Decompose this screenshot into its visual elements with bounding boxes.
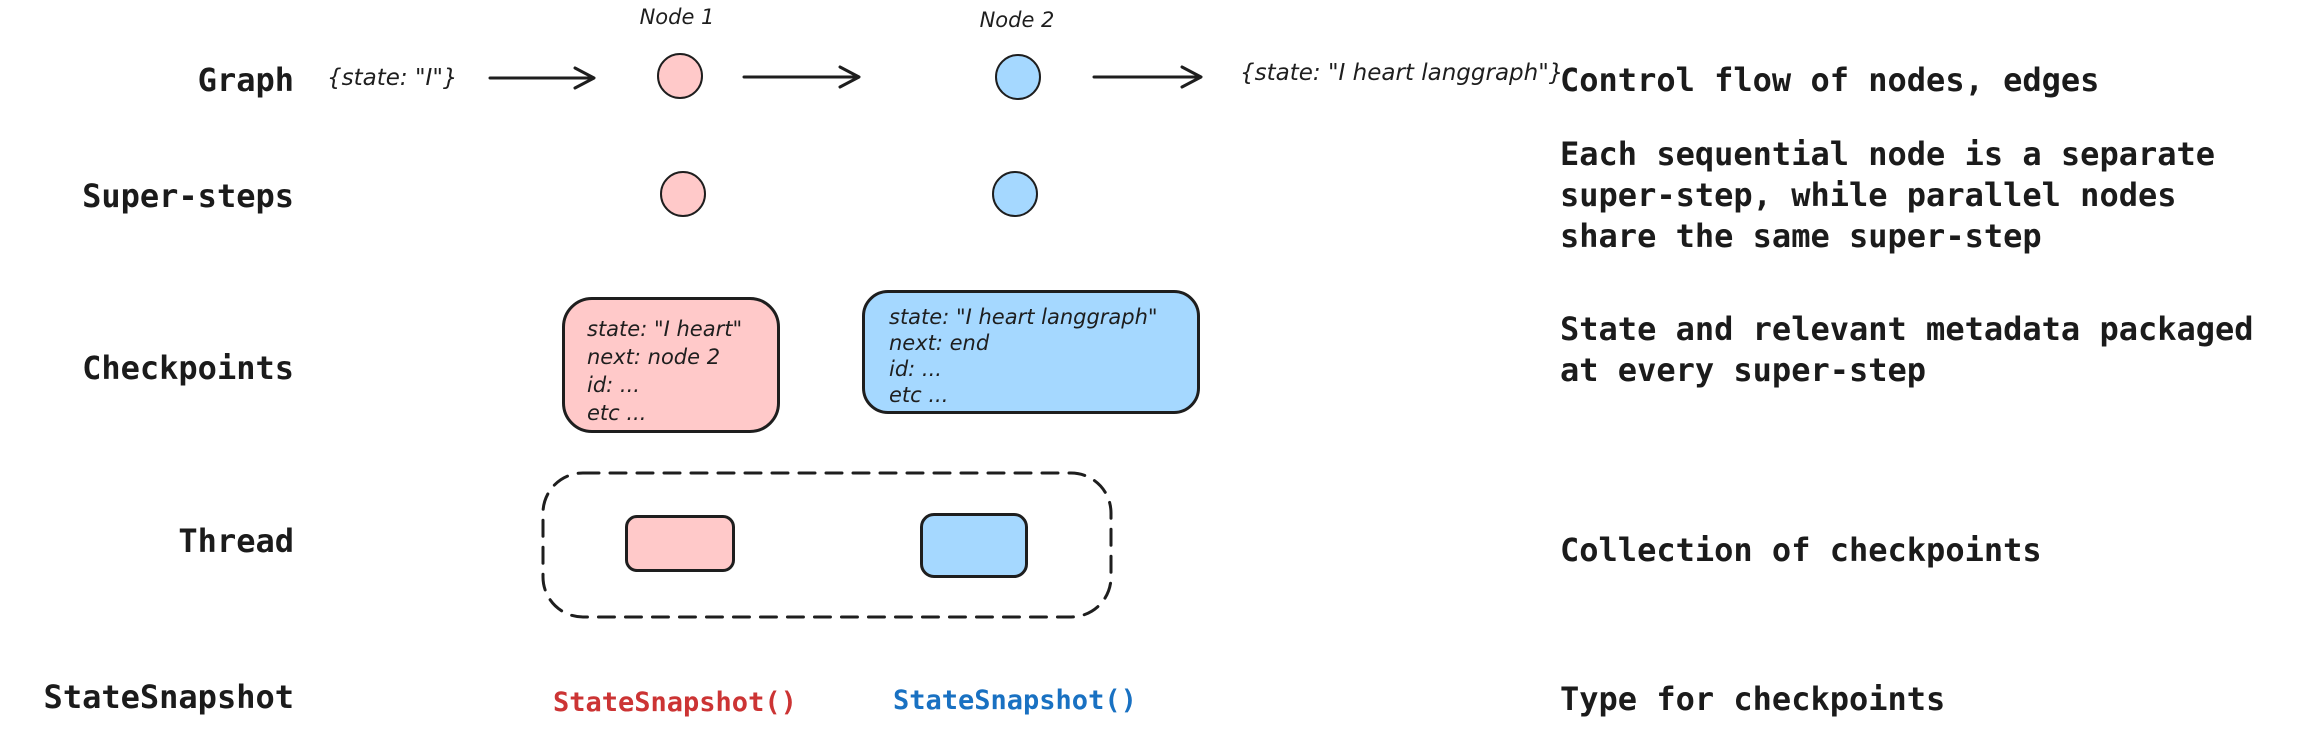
thread-dashed-boundary xyxy=(541,471,1113,619)
arrow-right-icon-2 xyxy=(742,65,861,89)
node2-label: Node 2 xyxy=(979,8,1055,32)
arrow-right-icon-1 xyxy=(488,66,596,90)
thread-checkpoint1-box xyxy=(625,515,735,572)
card-line: id: ... xyxy=(587,373,640,397)
card-line: etc ... xyxy=(889,383,949,407)
thread-checkpoint2-box xyxy=(920,513,1028,578)
checkpoint-card-node2: state: "I heart langgraph" next: end id:… xyxy=(862,290,1200,414)
superstep1-circle xyxy=(660,171,706,217)
card-line: next: end xyxy=(889,331,990,355)
superstep2-circle xyxy=(992,171,1038,217)
description-statesnapshot: Type for checkpoints xyxy=(1560,680,1946,718)
card-line: state: "I heart" xyxy=(587,317,743,341)
node1-label: Node 1 xyxy=(639,5,715,29)
statesnapshot2-code: StateSnapshot() xyxy=(893,685,1137,716)
row-label-thread: Thread xyxy=(178,522,294,560)
checkpoint-card-node1: state: "I heart" next: node 2 id: ... et… xyxy=(562,297,780,433)
description-checkpoints: State and relevant metadata packaged at … xyxy=(1560,310,2254,389)
graph-output-state-text: {state: "I heart langgraph"} xyxy=(1240,60,1564,86)
statesnapshot1-code: StateSnapshot() xyxy=(553,687,797,718)
node1-circle xyxy=(657,53,703,99)
arrow-right-icon-3 xyxy=(1092,65,1203,89)
checkpoint-card-node1-text: state: "I heart" next: node 2 id: ... et… xyxy=(565,300,777,427)
description-thread: Collection of checkpoints xyxy=(1560,531,2042,569)
card-line: id: ... xyxy=(889,357,942,381)
checkpoint-card-node2-text: state: "I heart langgraph" next: end id:… xyxy=(865,293,1197,408)
description-graph: Control flow of nodes, edges xyxy=(1560,61,2100,99)
row-label-graph: Graph xyxy=(197,61,294,99)
card-line: next: node 2 xyxy=(587,345,721,369)
card-line: state: "I heart langgraph" xyxy=(889,305,1158,329)
row-label-super-steps: Super-steps xyxy=(82,177,294,215)
node2-circle xyxy=(995,54,1041,100)
card-line: etc ... xyxy=(587,401,647,425)
row-label-statesnapshot: StateSnapshot xyxy=(43,678,294,716)
description-super-steps: Each sequential node is a separate super… xyxy=(1560,135,2216,255)
graph-input-state-text: {state: "I"} xyxy=(327,65,458,91)
row-label-checkpoints: Checkpoints xyxy=(82,349,294,387)
